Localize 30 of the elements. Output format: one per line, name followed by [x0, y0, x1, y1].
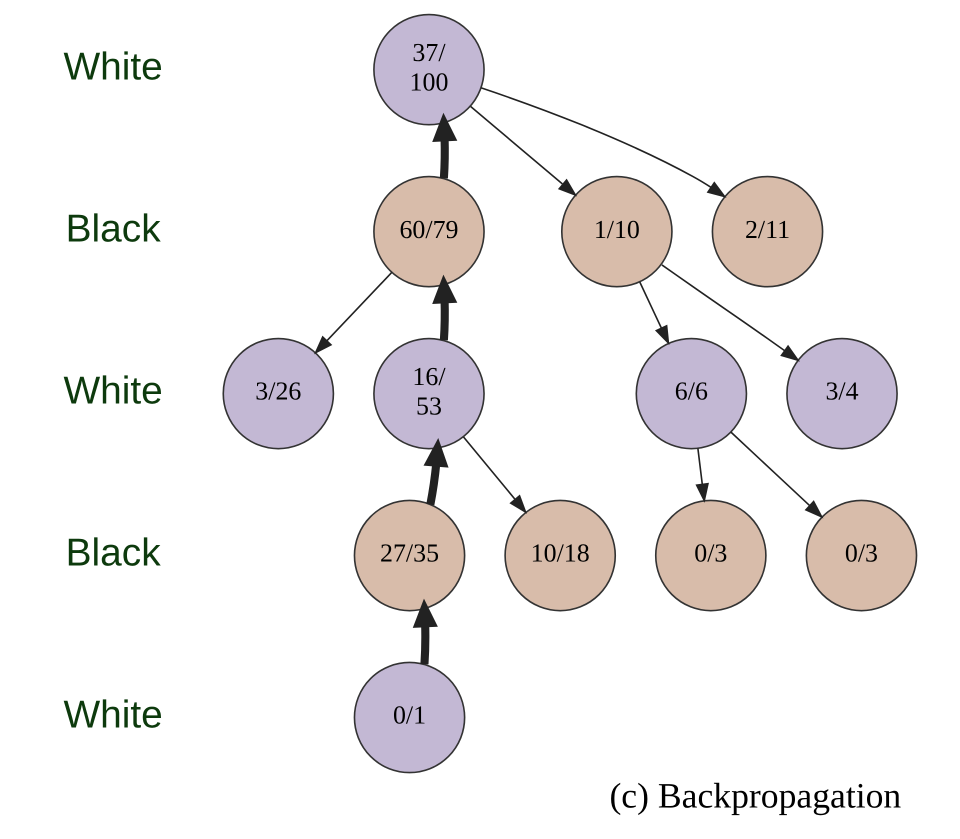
node-circle: 6/6: [636, 338, 748, 450]
label: Black: [66, 208, 161, 251]
arrow: [695, 448, 709, 503]
arrow: [462, 436, 528, 514]
node-circle: 3/26: [222, 338, 334, 450]
arrow: [470, 106, 578, 196]
label: White: [63, 694, 163, 737]
arrow: [432, 112, 458, 178]
label: White: [63, 46, 163, 89]
node-circle: 0/1: [354, 662, 466, 774]
node-circle: 16/ 53: [373, 338, 485, 450]
arrow: [481, 87, 727, 198]
arrow: [661, 264, 800, 362]
arrow: [314, 272, 392, 354]
arrow: [730, 431, 824, 518]
node-circle: 1/10: [560, 176, 673, 288]
node-circle: 60/79: [373, 176, 485, 288]
node-circle: 37/ 100: [373, 14, 485, 126]
node-circle: 2/11: [712, 176, 824, 288]
arrow: [412, 598, 438, 664]
label: Black: [66, 532, 161, 575]
arrow: [432, 274, 458, 340]
node-circle: 10/18: [504, 500, 616, 612]
caption: (c) Backpropagation: [609, 776, 902, 816]
node-circle: 3/4: [786, 338, 898, 450]
label: White: [63, 370, 163, 413]
arrow: [639, 282, 670, 346]
node-circle: 0/3: [654, 500, 767, 612]
node-circle: 27/35: [354, 500, 466, 612]
arrow: [424, 438, 449, 506]
